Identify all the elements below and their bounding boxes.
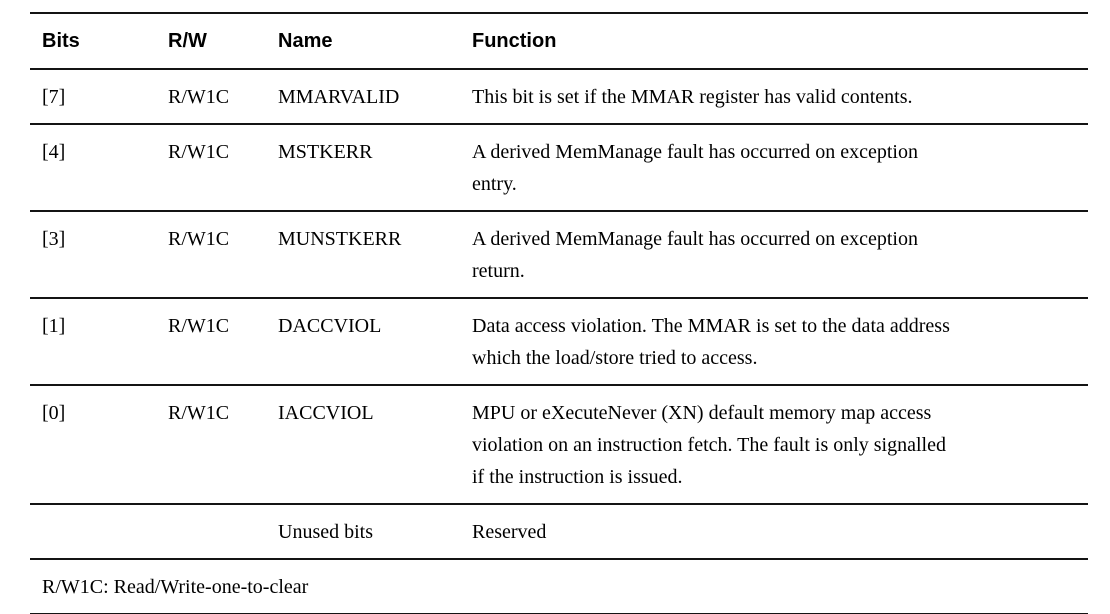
cell-function: MPU or eXecuteNever (XN) default memory … — [472, 385, 1088, 505]
table-header: Bits R/W Name Function — [30, 12, 1088, 70]
cell-rw: R/W1C — [168, 385, 278, 505]
cell-function: Reserved — [472, 504, 1088, 560]
cell-function: A derived MemManage fault has occurred o… — [472, 211, 1088, 299]
cell-name: MUNSTKERR — [278, 211, 472, 299]
cell-bits — [30, 504, 168, 560]
cell-function: Data access violation. The MMAR is set t… — [472, 298, 1088, 386]
column-header-rw: R/W — [168, 12, 278, 70]
cell-name: IACCVIOL — [278, 385, 472, 505]
cell-bits: [7] — [30, 69, 168, 125]
column-header-name: Name — [278, 12, 472, 70]
cell-name: MSTKERR — [278, 124, 472, 212]
cell-bits: [3] — [30, 211, 168, 299]
table-footnote: R/W1C: Read/Write-one-to-clear — [30, 559, 1088, 614]
cell-bits: [1] — [30, 298, 168, 386]
table-body: [7] R/W1C MMARVALID This bit is set if t… — [30, 69, 1088, 614]
cell-name: DACCVIOL — [278, 298, 472, 386]
cell-name: Unused bits — [278, 504, 472, 560]
cell-rw: R/W1C — [168, 298, 278, 386]
table-row: Unused bits Reserved — [30, 504, 1088, 560]
register-bits-table: Bits R/W Name Function [7] R/W1C MMARVAL… — [30, 12, 1088, 614]
table-row: [1] R/W1C DACCVIOL Data access violation… — [30, 298, 1088, 386]
document-page: Bits R/W Name Function [7] R/W1C MMARVAL… — [0, 12, 1110, 614]
table-row: [3] R/W1C MUNSTKERR A derived MemManage … — [30, 211, 1088, 299]
table-row: [0] R/W1C IACCVIOL MPU or eXecuteNever (… — [30, 385, 1088, 505]
cell-rw — [168, 504, 278, 560]
cell-bits: [4] — [30, 124, 168, 212]
footnote-row: R/W1C: Read/Write-one-to-clear — [30, 559, 1088, 614]
column-header-function: Function — [472, 12, 1088, 70]
cell-name: MMARVALID — [278, 69, 472, 125]
cell-rw: R/W1C — [168, 124, 278, 212]
cell-rw: R/W1C — [168, 69, 278, 125]
cell-function: A derived MemManage fault has occurred o… — [472, 124, 1088, 212]
table-row: [4] R/W1C MSTKERR A derived MemManage fa… — [30, 124, 1088, 212]
header-row: Bits R/W Name Function — [30, 12, 1088, 70]
column-header-bits: Bits — [30, 12, 168, 70]
cell-bits: [0] — [30, 385, 168, 505]
cell-rw: R/W1C — [168, 211, 278, 299]
cell-function: This bit is set if the MMAR register has… — [472, 69, 1088, 125]
table-row: [7] R/W1C MMARVALID This bit is set if t… — [30, 69, 1088, 125]
